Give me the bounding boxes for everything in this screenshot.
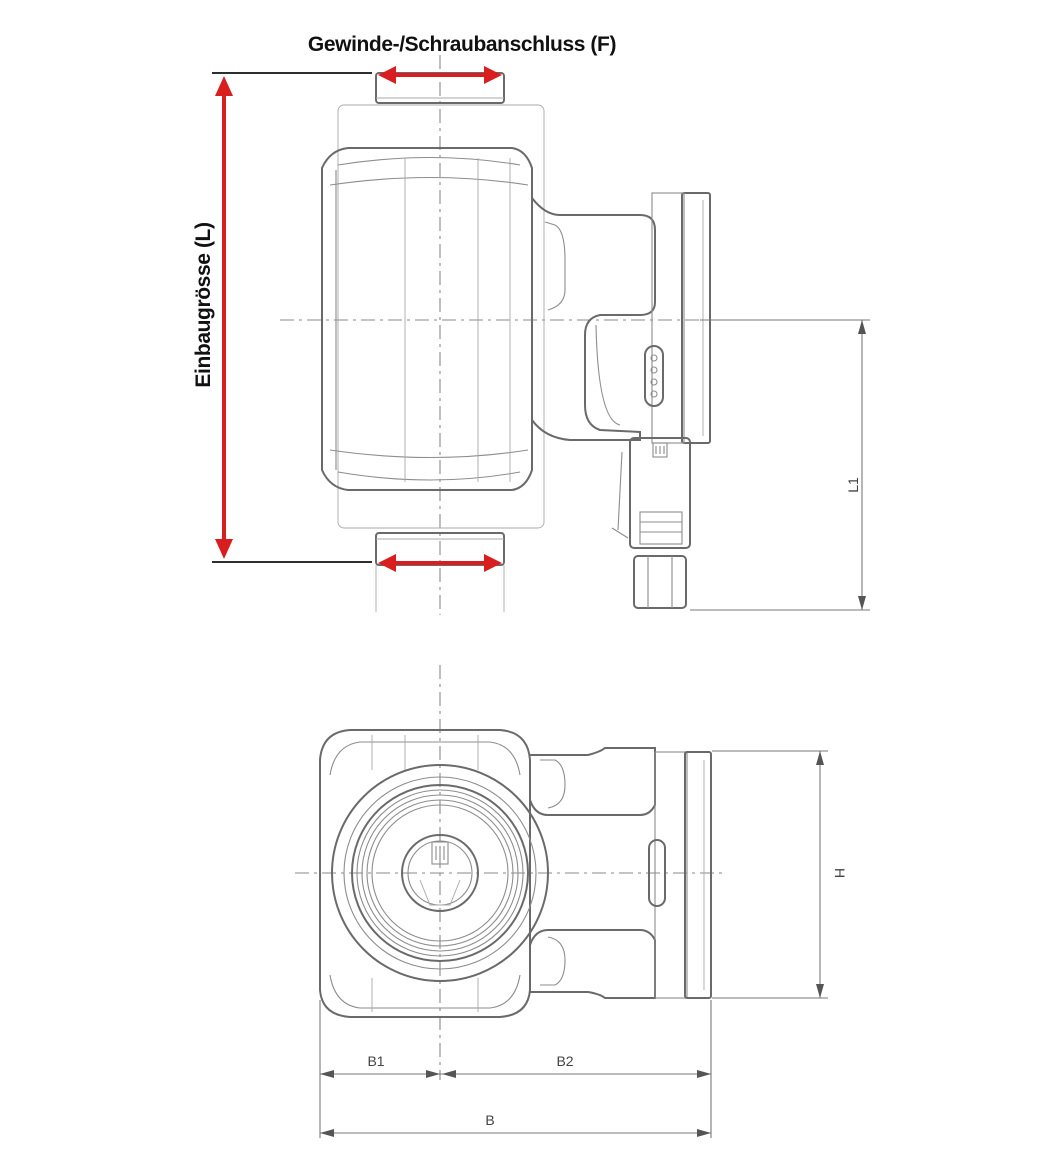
front-bore-ring: [401, 834, 479, 912]
installation-length-label: Einbaugrösse (L): [192, 222, 215, 387]
thread-connection-label: Gewinde-/Schraubanschluss (F): [308, 33, 616, 56]
front-control-box: [684, 751, 712, 999]
front-flange-ring: [351, 784, 529, 962]
l1-label: L1: [845, 477, 861, 493]
rotor-slot-icon: [431, 841, 449, 865]
front-body-outline: [319, 729, 531, 1018]
pump-housing-frame: [337, 104, 545, 529]
connector-square: [652, 442, 668, 458]
b-label: B: [485, 1112, 494, 1128]
control-box-arm: [531, 195, 656, 441]
side-view: L1 Gewinde-/Schraubanschluss (F) Einbaug…: [192, 33, 870, 615]
cable-gland: [633, 555, 687, 609]
pump-motor-body: [321, 147, 533, 491]
b2-label: B2: [556, 1053, 573, 1069]
front-view: H B1 B2 B: [295, 665, 848, 1138]
cable-connector-housing: [629, 437, 691, 549]
front-indicator-slot: [648, 839, 666, 907]
indicator-slot: [644, 345, 664, 407]
b1-label: B1: [367, 1053, 384, 1069]
front-upper-arm: [529, 747, 656, 816]
h-label: H: [832, 868, 848, 878]
front-outer-ring: [331, 764, 549, 982]
front-lower-arm: [529, 929, 656, 999]
control-box-side: [681, 192, 711, 444]
